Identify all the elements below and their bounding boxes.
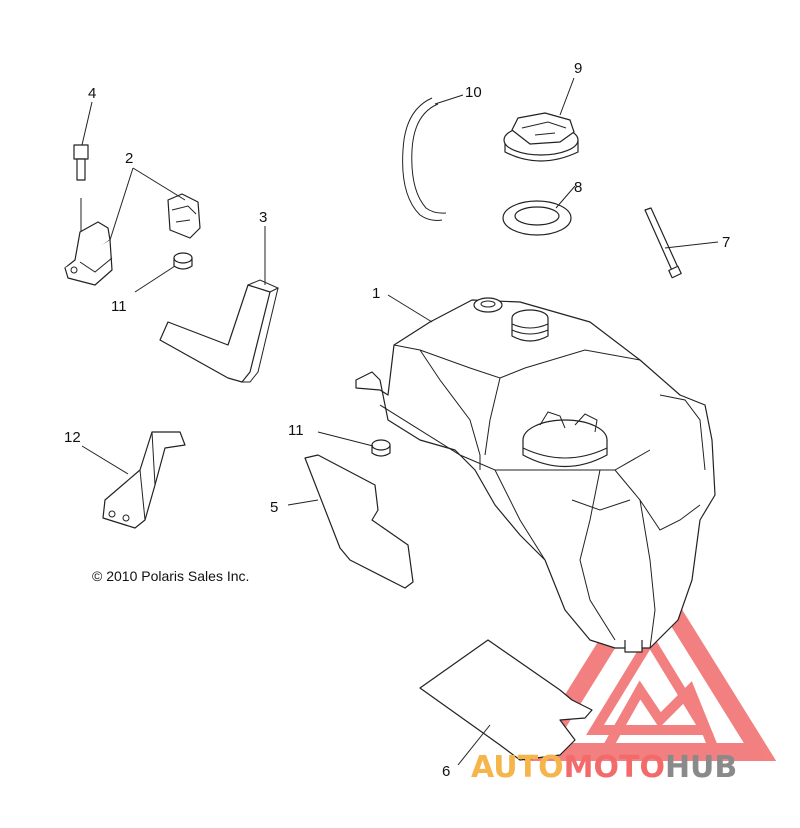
mounting-bracket [102,431,186,529]
callout-4: 4 [88,85,96,102]
callout-11-lower: 11 [288,422,304,439]
washer-lower [371,439,391,457]
callout-11-upper: 11 [111,298,127,315]
callout-6: 6 [442,763,450,780]
callout-labels: 1 2 3 4 5 6 7 8 9 10 11 11 12 [64,60,730,780]
callout-2: 2 [125,150,133,167]
callout-10: 10 [465,84,482,101]
callout-5: 5 [270,499,278,516]
watermark-logo [523,557,777,761]
watermark-hub: HUB [665,750,737,785]
bolt [73,144,89,238]
watermark-text: AUTOMOTOHUB [471,750,737,785]
callout-1: 1 [372,285,380,302]
leader-lines [81,77,719,766]
callout-3: 3 [259,209,267,226]
vent-hose [402,97,447,221]
callout-12: 12 [64,429,81,446]
callout-7: 7 [722,234,730,251]
fuel-cap [503,112,579,162]
cable-tie [644,207,682,279]
callout-8: 8 [574,179,582,196]
callout-9: 9 [574,60,582,77]
heat-shield-pad [304,454,414,589]
foam-strip [159,279,280,383]
gasket [502,200,572,236]
watermark-auto: AUTO [471,750,564,785]
fuel-tank [355,297,716,653]
watermark-moto: MOTO [564,750,665,785]
washer-upper [173,252,193,270]
copyright-notice: © 2010 Polaris Sales Inc. [92,568,249,584]
bracket-pair [64,193,201,286]
bottom-pad [419,639,593,761]
